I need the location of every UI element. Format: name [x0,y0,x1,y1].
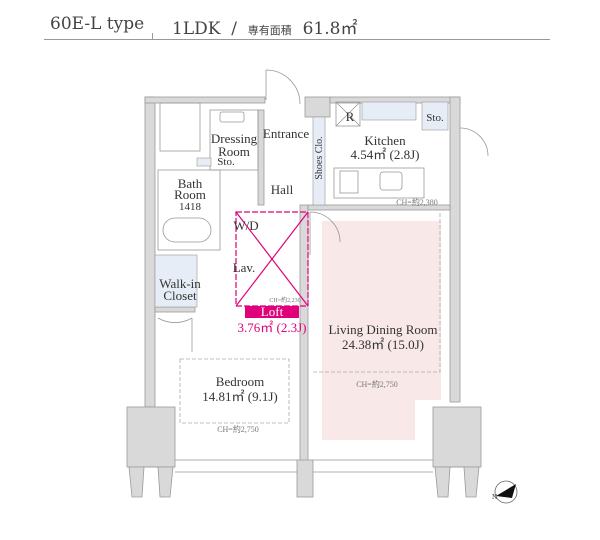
loft-ceiling-height: CH=約2,230 [269,296,300,304]
lav-label: Lav. [233,260,256,275]
ldk-label: Living Dining Room [328,322,437,337]
dressing-label-2: Room [218,144,250,159]
bedroom-area: 14.81㎡ (9.1J) [202,389,277,404]
kitchen-area: 4.54㎡ (2.8J) [351,147,420,162]
header-divider [44,39,550,40]
layout-label: 1LDK [172,19,221,39]
hall-label: Hall [271,182,294,197]
fridge-label: R [346,109,355,124]
bedroom-label: Bedroom [216,374,264,389]
loft-badge [245,306,299,318]
shoes-closet-label: Shoes Clo. [314,136,325,179]
walk-in-label-2: Closet [163,288,197,303]
wd-label: W/D [233,218,258,233]
plan-summary: 1LDK / 専有面積 61.8㎡ [172,14,357,39]
pipe-space [159,102,201,152]
bedroom-outline [179,358,290,424]
separator: / [231,19,237,39]
bath-label-2: Room [174,187,206,202]
stove-icon [339,170,359,194]
shoes-closet [312,116,326,206]
kitchen-storage-label: Sto. [426,112,444,124]
door-swing-icon [157,317,193,352]
entrance-door-icon [265,69,301,105]
kitchen-counter [333,167,425,199]
dressing-room [209,109,259,171]
walk-in-closet [154,254,198,308]
ldk-ceiling-height: CH=約2,750 [356,379,398,389]
kitchen-ceiling-height: CH=約2,380 [396,197,438,207]
ldk-floor [322,221,441,440]
area-label: 専有面積 [247,24,292,37]
area-value: 61.8㎡ [302,19,358,39]
fridge-space [335,101,361,127]
bath-label: Bath [178,176,203,191]
dressing-storage-label: Sto. [217,156,235,168]
bathtub-icon [162,217,212,243]
bath-size: 1418 [179,201,202,213]
dressing-storage [196,157,212,167]
north-compass-icon: N [492,480,518,504]
kitchen-storage [421,101,449,131]
walk-in-label: Walk-in [159,276,201,291]
ldk-door-icon [309,211,341,255]
sink-icon [379,171,403,191]
header-tick [152,33,153,40]
loft-area: 3.76㎡ (2.3J) [238,320,307,335]
ldk-area: 24.38㎡ (15.0J) [342,337,424,352]
dressing-label: Dressing [211,131,258,146]
bedroom-ceiling-height: CH=約2,750 [217,424,259,434]
svg-text:N: N [492,494,497,501]
bath-room [157,169,221,251]
entrance-label: Entrance [263,126,309,141]
kitchen-label: Kitchen [364,133,406,148]
balcony-door-icon [459,127,489,157]
loft-label: Loft [261,304,284,319]
plan-type-label: 60E-L type [50,14,145,34]
